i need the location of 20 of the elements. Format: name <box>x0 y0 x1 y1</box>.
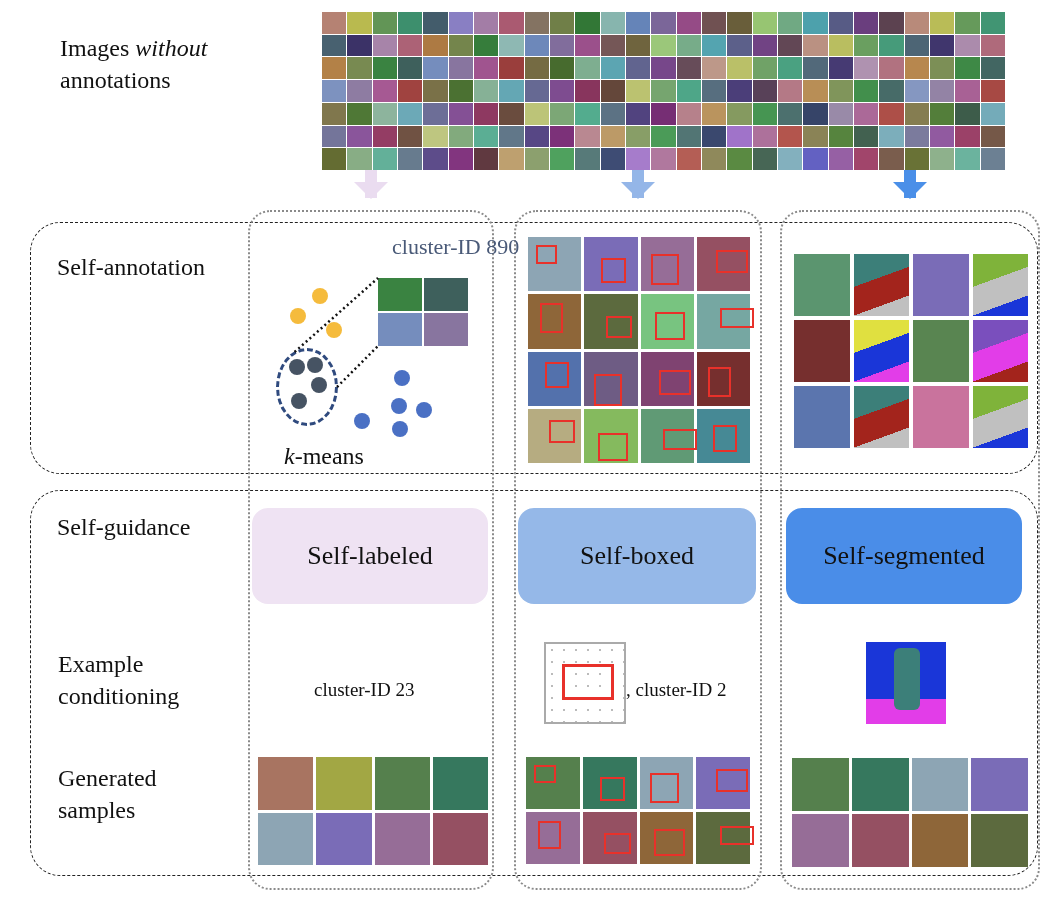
block-arrow <box>354 170 388 199</box>
row-label: Example conditioning <box>58 650 181 712</box>
band-title: Self-annotation <box>57 253 205 282</box>
axis-label: Images without annotations <box>60 34 209 96</box>
method-box: Self-boxed <box>518 508 756 604</box>
block-arrow <box>621 170 655 199</box>
leader-line <box>293 277 379 353</box>
method-label: k-means <box>284 442 364 471</box>
method-box: Self-labeled <box>252 508 488 604</box>
cluster-label: cluster-ID 890 <box>392 233 520 261</box>
condition-label: , cluster-ID 2 <box>626 678 727 702</box>
leader-line <box>336 345 379 388</box>
block-arrow <box>893 170 927 199</box>
photo-grid <box>378 278 468 346</box>
photo-collage <box>322 12 1005 170</box>
cluster-ellipse <box>276 348 338 426</box>
method-box: Self-segmented <box>786 508 1022 604</box>
condition-label: cluster-ID 23 <box>314 678 415 702</box>
row-label: Generated samples <box>58 764 158 826</box>
band-title: Self-guidance <box>57 513 191 542</box>
